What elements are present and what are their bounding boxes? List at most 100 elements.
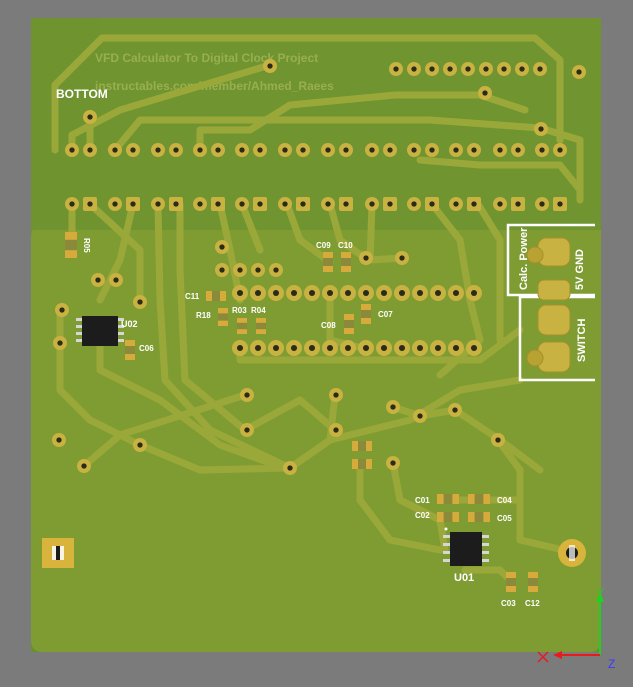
pad-via-0-hole bbox=[267, 63, 273, 69]
header-mid-row-2 bbox=[232, 340, 482, 356]
pad-top-21-hole bbox=[515, 147, 521, 153]
pad-bottom-2-hole bbox=[112, 201, 118, 207]
pad-top-9-hole bbox=[257, 147, 263, 153]
capacitor-c04-body bbox=[474, 494, 484, 504]
pad-mid2-2-hole bbox=[272, 344, 280, 352]
label-r05: R05 bbox=[82, 238, 91, 253]
layer-label: BOTTOM bbox=[56, 87, 108, 101]
pad-topright-6-hole bbox=[501, 66, 507, 72]
pad-via-4-hole bbox=[137, 299, 143, 305]
pad-mid1-5-hole bbox=[326, 289, 334, 297]
pad-via-7-hole bbox=[244, 392, 250, 398]
pad-via-24-hole bbox=[576, 69, 582, 75]
link-text: instructables.com/member/Ahmed_Raees bbox=[95, 79, 334, 93]
pad-mid1-12-hole bbox=[452, 289, 460, 297]
ic-u02 bbox=[76, 316, 124, 346]
label-r03: R03 bbox=[232, 306, 247, 315]
pad-via-23-hole bbox=[113, 277, 119, 283]
label-c01: C01 bbox=[415, 496, 430, 505]
label-c10: C10 bbox=[338, 241, 353, 250]
pad-top-20-hole bbox=[497, 147, 503, 153]
pad-via-1-hole bbox=[482, 90, 488, 96]
pad-mid2-8-hole bbox=[380, 344, 388, 352]
pad-bottom-4-hole bbox=[155, 201, 161, 207]
pad-top-10-hole bbox=[282, 147, 288, 153]
pad-mid1-3-hole bbox=[290, 289, 298, 297]
pad-via-12-hole bbox=[81, 463, 87, 469]
pad-via-10-hole bbox=[333, 427, 339, 433]
pad-via-15-hole bbox=[417, 413, 423, 419]
pad-via-13-hole bbox=[287, 465, 293, 471]
axis-y-label: Y bbox=[597, 587, 605, 599]
switch-pad-left bbox=[42, 538, 74, 568]
copper-pour-top bbox=[31, 18, 601, 230]
resistor-r04-body bbox=[256, 322, 266, 330]
pad-top-5-hole bbox=[173, 147, 179, 153]
pad-top-12-hole bbox=[325, 147, 331, 153]
pad-mid2-0-hole bbox=[236, 344, 244, 352]
label-c12: C12 bbox=[525, 599, 540, 608]
pad-top-18-hole bbox=[453, 147, 459, 153]
label-c04: C04 bbox=[497, 496, 512, 505]
capacitor-small-2-body bbox=[358, 459, 366, 469]
connector-pads bbox=[526, 237, 571, 373]
label-5v-gnd: 5V GND bbox=[574, 249, 586, 290]
header-bottom-row bbox=[65, 197, 567, 211]
pad-bottom-14-hole bbox=[369, 201, 375, 207]
pad-bottom-20-hole bbox=[497, 201, 503, 207]
pad-mid2-5-hole bbox=[326, 344, 334, 352]
pad-mid1-1-hole bbox=[254, 289, 262, 297]
pad-mid2-6-hole bbox=[344, 344, 352, 352]
label-c02: C02 bbox=[415, 511, 430, 520]
label-calc-power: Calc. Power bbox=[518, 227, 530, 290]
pad-mid1-4-hole bbox=[308, 289, 316, 297]
pad-bottom-13-hole bbox=[343, 201, 349, 207]
pad-bottom-17-hole bbox=[429, 201, 435, 207]
pad-mid2-7-hole bbox=[362, 344, 370, 352]
pad-bottom-5-hole bbox=[173, 201, 179, 207]
pad-mid1-7-hole bbox=[362, 289, 370, 297]
capacitor-c06-body bbox=[125, 346, 135, 354]
label-c08: C08 bbox=[321, 321, 336, 330]
pad-topright-2-hole bbox=[429, 66, 435, 72]
pad-via-5-hole bbox=[59, 307, 65, 313]
pad-mid1-0-hole bbox=[236, 289, 244, 297]
label-c06: C06 bbox=[139, 344, 154, 353]
pad-top-3-hole bbox=[130, 147, 136, 153]
pad-via-20-hole bbox=[399, 255, 405, 261]
resistor-r03-body bbox=[237, 322, 247, 330]
switch-pad-right bbox=[558, 539, 586, 567]
pad-mid1-8-hole bbox=[380, 289, 388, 297]
capacitor-c07-body bbox=[361, 310, 371, 318]
pad-mid1-11-hole bbox=[434, 289, 442, 297]
label-u01: U01 bbox=[454, 572, 474, 584]
capacitor-c08-body bbox=[344, 320, 354, 328]
project-text: VFD Calculator To Digital Clock Project bbox=[95, 51, 318, 65]
label-c03: C03 bbox=[501, 599, 516, 608]
pad-bottom-0-hole bbox=[69, 201, 75, 207]
misc-pads bbox=[52, 59, 586, 475]
label-c09: C09 bbox=[316, 241, 331, 250]
pad-bottom-6-hole bbox=[197, 201, 203, 207]
pad-bottom-3-hole bbox=[130, 201, 136, 207]
label-c07: C07 bbox=[378, 310, 393, 319]
pad-mid1-13-hole bbox=[470, 289, 478, 297]
pad-bottom-22-hole bbox=[539, 201, 545, 207]
capacitor-c09-body bbox=[323, 258, 333, 266]
pad-bottom-10-hole bbox=[282, 201, 288, 207]
pad-mid2-11-hole bbox=[434, 344, 442, 352]
pad-mid2-10-hole bbox=[416, 344, 424, 352]
capacitor-c12-body bbox=[528, 578, 538, 586]
pad-top-14-hole bbox=[369, 147, 375, 153]
pad-top-11-hole bbox=[300, 147, 306, 153]
pad-top-7-hole bbox=[215, 147, 221, 153]
pad-via-2-hole bbox=[538, 126, 544, 132]
resistor-r05-body bbox=[65, 239, 77, 251]
pad-mid1-2-hole bbox=[272, 289, 280, 297]
pad-topright-4-hole bbox=[465, 66, 471, 72]
resistor-r18-body bbox=[218, 313, 228, 321]
pad-mid2-1-hole bbox=[254, 344, 262, 352]
pad-cluster-3-hole bbox=[273, 267, 279, 273]
pad-top-6-hole bbox=[197, 147, 203, 153]
